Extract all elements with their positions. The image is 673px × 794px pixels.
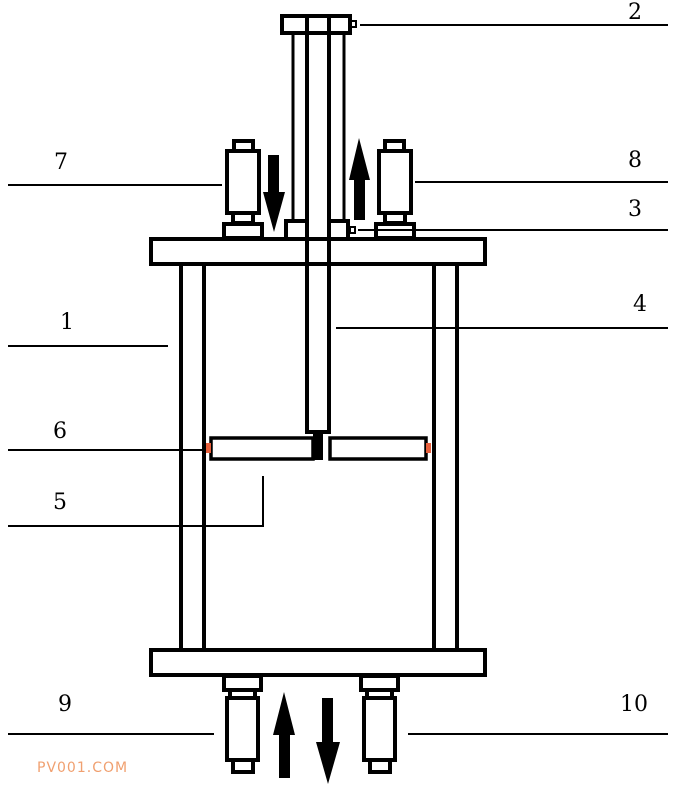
label-10: 10	[620, 692, 648, 717]
seal-right	[426, 443, 431, 453]
label-1: 1	[60, 310, 74, 335]
collar-left	[284, 219, 309, 241]
label-9: 9	[58, 692, 72, 717]
valve-9	[222, 674, 263, 774]
cylinder-wall-left	[179, 264, 206, 650]
top-cap	[280, 14, 352, 35]
sensor-top	[350, 20, 357, 28]
seal-left	[206, 443, 211, 453]
top-plate	[149, 237, 487, 266]
arrow-down-icon	[316, 698, 340, 784]
piston	[209, 432, 428, 461]
arrow-up-icon	[349, 138, 370, 220]
label-6: 6	[53, 419, 67, 444]
valve-7	[222, 139, 264, 240]
label-4: 4	[633, 292, 647, 317]
arrow-up-icon	[273, 692, 295, 778]
label-5: 5	[53, 490, 67, 515]
label-3: 3	[628, 197, 642, 222]
label-7: 7	[54, 150, 68, 175]
valve-8	[374, 139, 416, 240]
label-2: 2	[628, 0, 642, 25]
bottom-plate	[149, 648, 487, 677]
cylinder-wall-right	[432, 264, 459, 650]
leader-5	[8, 476, 264, 527]
piston-rod	[305, 14, 331, 434]
collar-right	[327, 219, 350, 241]
arrow-down-icon	[263, 155, 285, 232]
label-8: 8	[628, 148, 642, 173]
valve-10	[359, 674, 400, 774]
watermark: PV001.COM	[37, 760, 129, 776]
sensor-bottom	[349, 226, 356, 234]
